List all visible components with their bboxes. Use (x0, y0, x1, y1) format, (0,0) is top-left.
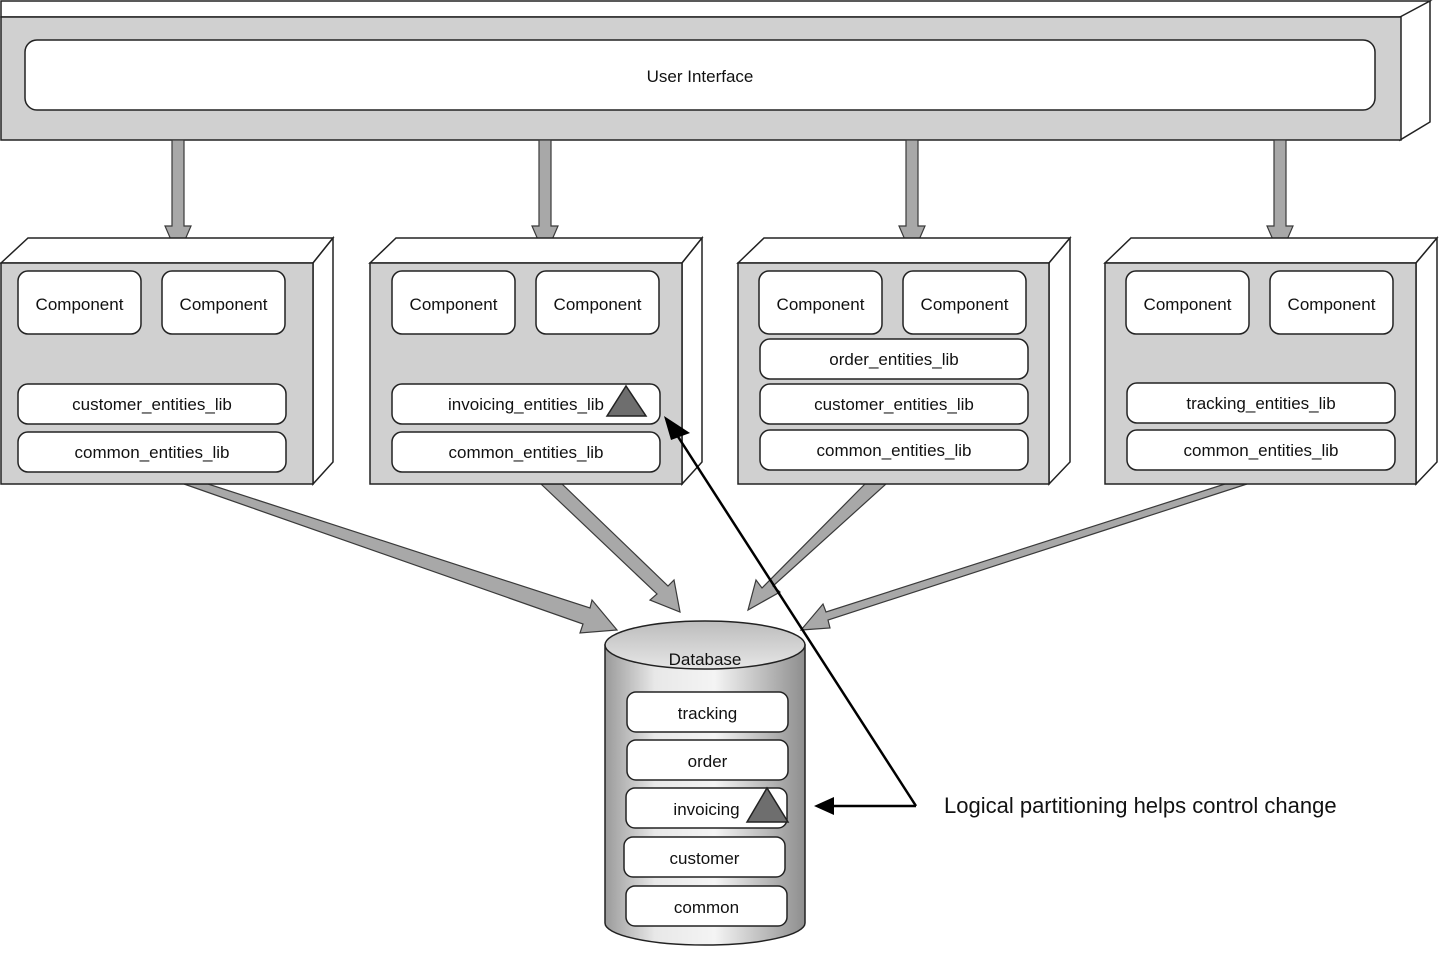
database-schema-order (626, 739, 789, 781)
user-interface-box (24, 39, 1376, 111)
service-1-lib-2 (17, 431, 287, 473)
service-2-component-2-label: Component (554, 295, 642, 314)
service-3-lib-3 (759, 429, 1029, 471)
service-4-component-1 (1125, 270, 1250, 335)
service-2-component-1-label: Component (410, 295, 498, 314)
service-1-lib-2-label: common_entities_lib (75, 443, 230, 462)
service-3-lib-1-label: order_entities_lib (829, 350, 958, 369)
service-3-to-database-arrow (747, 483, 888, 612)
annotation-pointer-to-lib (673, 431, 918, 807)
service-4-component-2-label: Component (1288, 295, 1376, 314)
service-1-lib-1-label: customer_entities_lib (72, 395, 232, 414)
service-4-component-2 (1269, 270, 1394, 335)
database-schema-tracking (626, 691, 789, 733)
service-4-side-face (1415, 235, 1438, 486)
change-marker-icon (745, 786, 790, 823)
service-4-to-database-arrow (799, 483, 1248, 631)
service-3-component-1-label: Component (777, 295, 865, 314)
service-3-lib-1 (759, 338, 1029, 380)
service-box-2: Component Component invoicing_entities_l… (368, 235, 704, 486)
service-3-lib-3-label: common_entities_lib (817, 441, 972, 460)
service-4-lib-2 (1126, 429, 1396, 471)
service-box-4: Component Component tracking_entities_li… (1103, 235, 1439, 486)
service-box-1: Component Component customer_entities_li… (0, 235, 335, 486)
service-4-lib-1-label: tracking_entities_lib (1186, 394, 1335, 413)
database-cylinder: Database tracking order invoicing custom… (604, 620, 806, 946)
service-3-lib-2 (759, 383, 1029, 425)
annotation-label: Logical partitioning helps control chang… (944, 793, 1337, 818)
database-schema-customer-label: customer (670, 849, 740, 868)
service-4-lib-2-label: common_entities_lib (1184, 441, 1339, 460)
service-4-top-face (1103, 237, 1439, 264)
service-1-to-database-arrow (183, 483, 619, 634)
service-2-lib-1 (391, 383, 661, 425)
service-to-database-connectors (183, 483, 1248, 634)
service-2-lib-2-label: common_entities_lib (449, 443, 604, 462)
ui-layer-top-face (0, 0, 1433, 18)
change-marker-icon (605, 384, 648, 417)
service-3-lib-2-label: customer_entities_lib (814, 395, 974, 414)
database-schema-common (625, 885, 788, 927)
service-3-component-2-label: Component (921, 295, 1009, 314)
ui-to-service-connectors (164, 139, 1294, 258)
service-2-top-face (368, 237, 704, 264)
service-1-component-2-label: Component (180, 295, 268, 314)
user-interface-layer: User Interface (0, 0, 1433, 142)
service-4-lib-1 (1126, 382, 1396, 424)
service-1-component-1-label: Component (36, 295, 124, 314)
database-schema-common-label: common (674, 898, 739, 917)
database-schema-order-label: order (688, 752, 728, 771)
service-3-side-face (1048, 235, 1071, 486)
database-top (604, 620, 806, 670)
database-schema-invoicing-label: invoicing (673, 800, 739, 819)
user-interface-label: User Interface (647, 67, 754, 86)
service-2-component-1 (391, 270, 516, 335)
change-annotation: Logical partitioning helps control chang… (664, 416, 1337, 818)
service-2-lib-1-label: invoicing_entities_lib (448, 395, 604, 414)
service-4-component-1-label: Component (1144, 295, 1232, 314)
service-2-lib-2 (391, 431, 661, 473)
database-schema-tracking-label: tracking (678, 704, 738, 723)
service-1-component-2 (161, 270, 286, 335)
service-1-component-1 (17, 270, 142, 335)
service-3-top-face (736, 237, 1072, 264)
service-3-component-1 (758, 270, 883, 335)
service-box-3: Component Component order_entities_lib c… (736, 235, 1072, 486)
database-label: Database (669, 650, 742, 669)
service-1-top-face (0, 237, 335, 264)
service-2-to-database-arrow (539, 483, 681, 613)
service-1-side-face (312, 235, 334, 486)
database-schema-customer (623, 836, 786, 878)
annotation-arrowhead-lib-icon (664, 416, 690, 440)
annotation-arrowhead-schema-icon (814, 797, 834, 815)
service-2-component-2 (535, 270, 660, 335)
service-3-component-2 (902, 270, 1027, 335)
ui-layer-side-face (1399, 0, 1431, 142)
service-1-lib-1 (17, 383, 287, 425)
database-schema-invoicing (625, 787, 788, 829)
